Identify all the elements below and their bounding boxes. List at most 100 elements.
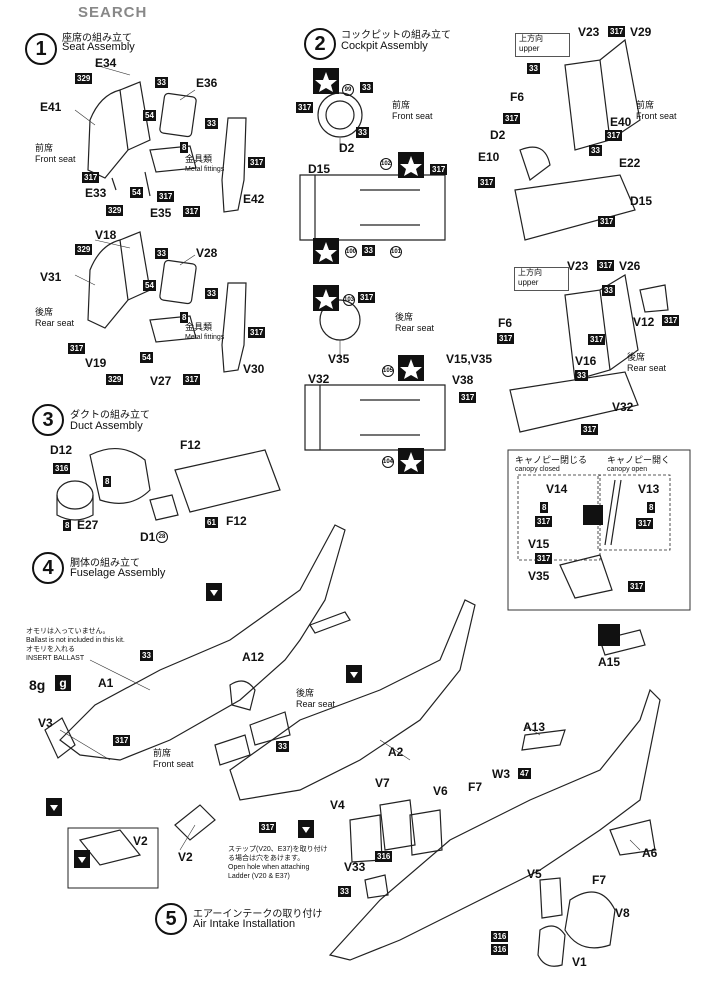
- paint-33: 33: [589, 145, 602, 156]
- rear-seat-en: Rear seat: [395, 323, 435, 333]
- ballast-weight-icon: g: [55, 675, 71, 691]
- step-3-title-jp: ダクトの組み立て: [70, 410, 150, 421]
- part-D15: D15: [630, 194, 653, 208]
- step-2-title-jp: コックピットの組み立て: [341, 30, 451, 41]
- part-E22: E22: [619, 156, 641, 170]
- paint-317: 317: [430, 164, 448, 175]
- paint-317: 317: [296, 102, 314, 113]
- metal-fittings-jp: 金具類: [185, 322, 213, 332]
- paint-33: 33: [360, 82, 373, 93]
- part-V32: V32: [308, 372, 330, 386]
- ballast-insert-jp: オモリを入れる: [26, 646, 75, 653]
- part-F6: F6: [498, 316, 513, 330]
- step-1-title-en: Seat Assembly: [62, 41, 135, 53]
- part-V4: V4: [330, 798, 345, 812]
- paint-329: 329: [106, 374, 124, 385]
- part-V14: V14: [546, 482, 568, 496]
- part-V2: V2: [133, 834, 148, 848]
- part-D15: D15: [308, 162, 331, 176]
- part-V28: V28: [196, 246, 218, 260]
- paint-317: 317: [478, 177, 496, 188]
- upper-en: upper: [519, 44, 540, 53]
- paint-317: 317: [605, 130, 623, 141]
- part-V1: V1: [572, 955, 587, 969]
- paint-54: 54: [130, 187, 143, 198]
- ballast-note-jp: オモリは入っていません。: [26, 628, 110, 635]
- paint-33: 33: [140, 650, 153, 661]
- paint-329: 329: [75, 73, 93, 84]
- part-F7: F7: [468, 780, 483, 794]
- front-seat-jp: 前席: [153, 748, 172, 758]
- part-V33: V33: [344, 860, 366, 874]
- paint-329: 329: [106, 205, 124, 216]
- paint-317: 317: [248, 327, 266, 338]
- paint-8: 8: [63, 520, 72, 531]
- paint-54: 54: [143, 280, 156, 291]
- part-D2: D2: [490, 128, 506, 142]
- ladder-note-en-2: Ladder (V20 & E37): [228, 873, 290, 880]
- metal-fittings-jp: 金具類: [185, 154, 213, 164]
- part-V18: V18: [95, 228, 117, 242]
- paint-317: 317: [183, 206, 201, 217]
- paint-317: 317: [597, 260, 615, 271]
- rear-seat-jp: 後席: [35, 307, 54, 317]
- paint-33: 33: [602, 285, 615, 296]
- part-V23: V23: [567, 259, 589, 273]
- step-5-number: 5: [155, 903, 187, 935]
- paint-33: 33: [155, 248, 168, 259]
- part-V30: V30: [243, 362, 265, 376]
- decal-101: 101: [390, 246, 402, 258]
- part-F7: F7: [592, 873, 607, 887]
- paint-317: 317: [588, 334, 606, 345]
- paint-317: 317: [636, 518, 654, 529]
- paint-317: 317: [183, 374, 201, 385]
- paint-317: 317: [68, 343, 86, 354]
- part-V31: V31: [40, 270, 62, 284]
- paint-33: 33: [362, 245, 375, 256]
- decal-102: 102: [380, 158, 392, 170]
- step-1-title-jp: 座席の組み立て: [62, 33, 132, 44]
- part-E27: E27: [77, 518, 99, 532]
- paint-8: 8: [180, 142, 189, 153]
- metal-fittings-en: Metal fittings: [185, 334, 225, 341]
- paint-33: 33: [338, 886, 351, 897]
- part-V19: V19: [85, 356, 107, 370]
- part-E36: E36: [196, 76, 218, 90]
- part-V12: V12: [633, 315, 655, 329]
- paint-316: 316: [375, 851, 393, 862]
- paint-33: 33: [527, 63, 540, 74]
- paint-317: 317: [497, 333, 515, 344]
- ballast-weight: 8g: [29, 677, 46, 693]
- part-A12: A12: [242, 650, 265, 664]
- paint-8: 8: [540, 502, 549, 513]
- step-5-title-en: Air Intake Installation: [193, 918, 296, 930]
- part-A6: A6: [642, 846, 658, 860]
- paint-317: 317: [535, 553, 553, 564]
- paint-317: 317: [598, 216, 616, 227]
- paint-317: 317: [259, 822, 277, 833]
- ballast-note-en: Ballast is not included in this kit.: [26, 637, 125, 644]
- paint-33: 33: [575, 370, 588, 381]
- part-F6: F6: [510, 90, 525, 104]
- decal-99: 99: [342, 84, 354, 96]
- part-E34: E34: [95, 56, 117, 70]
- rear-seat-en: Rear seat: [35, 318, 75, 328]
- decal-105: 105: [382, 365, 394, 377]
- part-A2: A2: [388, 745, 404, 759]
- rear-seat-jp: 後席: [627, 352, 646, 362]
- paint-316: 316: [491, 944, 509, 955]
- part-F12: F12: [180, 438, 201, 452]
- front-seat-en: Front seat: [392, 111, 433, 121]
- decal-103: 103: [343, 294, 355, 306]
- part-V23: V23: [578, 25, 600, 39]
- step-2-title-en: Cockpit Assembly: [341, 40, 428, 52]
- ballast-insert-en: INSERT BALLAST: [26, 655, 85, 662]
- front-seat-en: Front seat: [153, 759, 194, 769]
- part-A15: A15: [598, 655, 621, 669]
- front-seat-en: Front seat: [636, 111, 677, 121]
- rear-seat-jp: 後席: [296, 688, 315, 698]
- rear-seat-jp: 後席: [395, 312, 414, 322]
- part-E10: E10: [478, 150, 500, 164]
- step-4-number: 4: [32, 552, 64, 584]
